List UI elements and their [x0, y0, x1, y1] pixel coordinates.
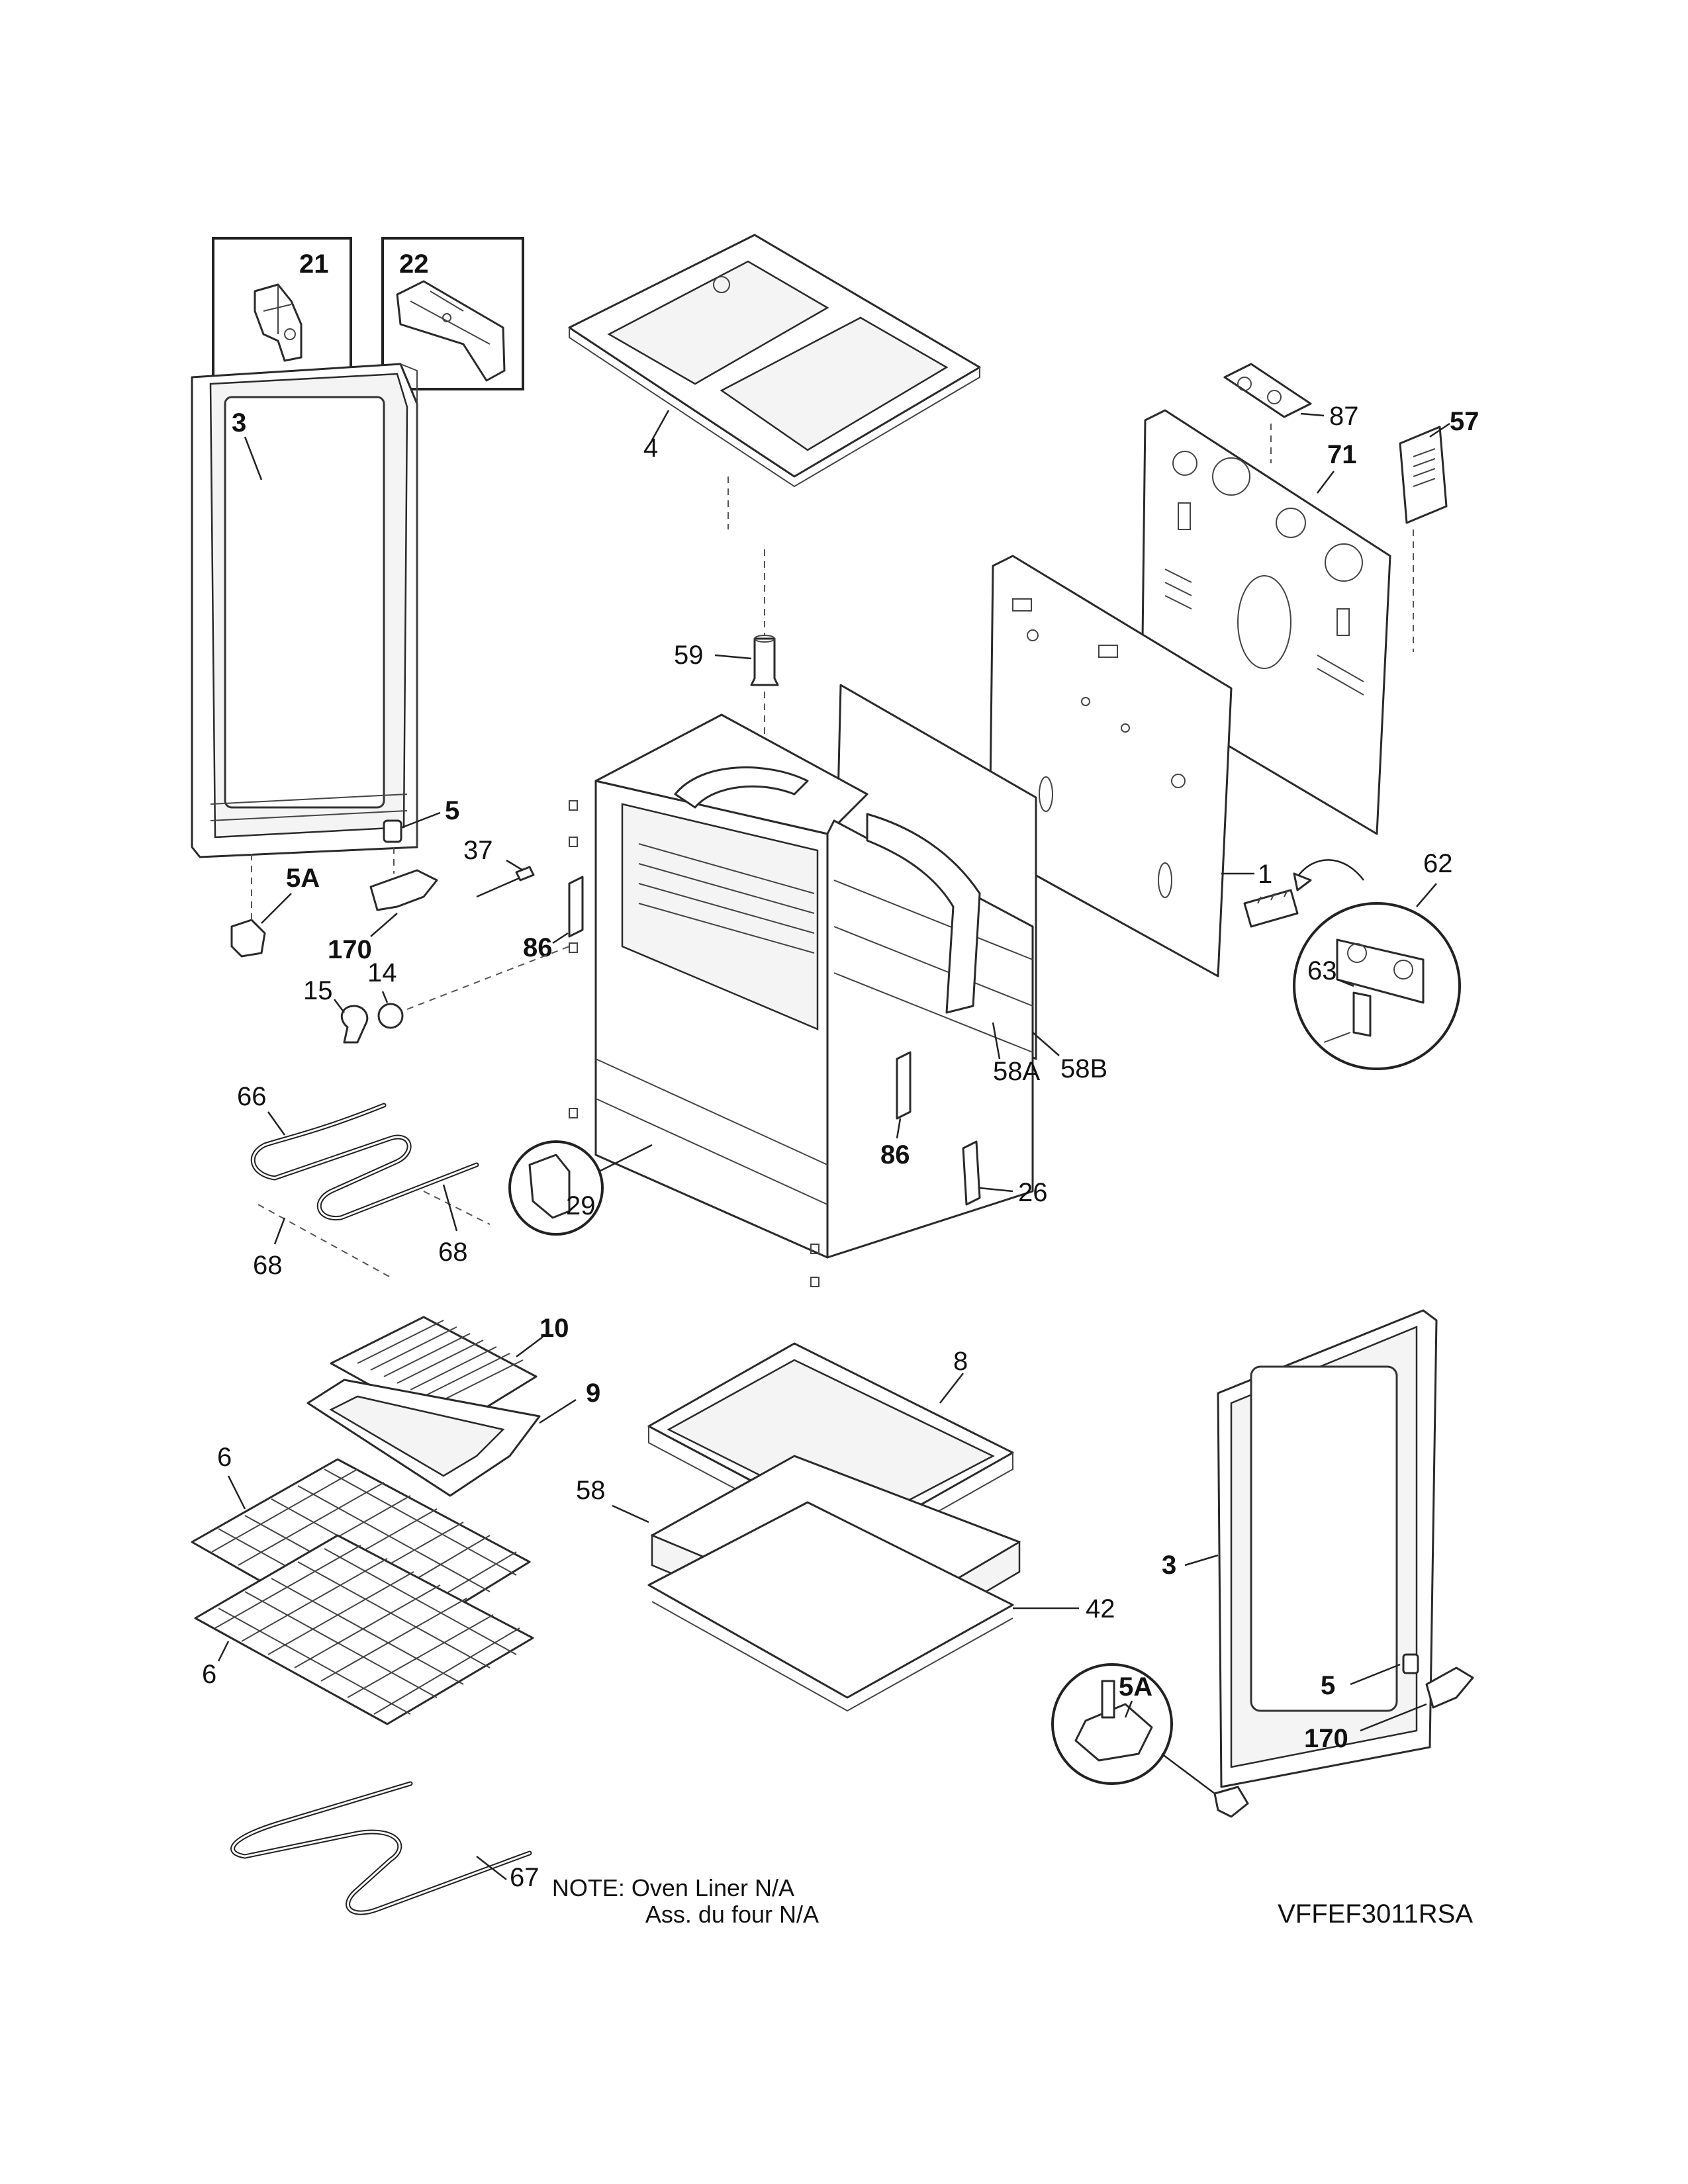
callout-14: 14	[367, 958, 397, 987]
part-42-drawer-bottom: 42	[647, 1501, 1115, 1712]
callout-3-left: 3	[232, 408, 246, 437]
part-29-lamp-socket: 29	[508, 1140, 653, 1236]
callout-21: 21	[299, 250, 329, 279]
callout-26: 26	[1018, 1178, 1048, 1207]
callout-87: 87	[1329, 402, 1359, 431]
part-66-element: 66 68 68	[237, 1082, 491, 1280]
callout-6-upper: 6	[217, 1443, 232, 1472]
callout-71: 71	[1327, 440, 1357, 469]
part-57-cover: 57	[1399, 407, 1479, 524]
part-21-box: 21	[212, 237, 352, 390]
callout-9: 9	[586, 1379, 600, 1408]
part-3-door-right: 3	[1162, 1309, 1438, 1788]
part-87-gasket: 87	[1223, 363, 1359, 431]
part-6-rack-lower: 6	[194, 1534, 534, 1725]
part-5-170-right: 5 170	[1304, 1653, 1474, 1753]
callout-62: 62	[1423, 849, 1453, 878]
callout-37: 37	[463, 836, 493, 865]
part-67-element: 67	[230, 1781, 539, 1915]
part-59-vent-tube: 59	[674, 549, 779, 741]
callout-59: 59	[674, 641, 704, 670]
model-number: VFFEF3011RSA	[1278, 1899, 1473, 1929]
part-14-15-lamp: 14 15	[303, 946, 570, 1044]
part-22-box: 22	[381, 237, 524, 390]
callout-170-right: 170	[1304, 1724, 1348, 1753]
part-4-top-panel: 4	[568, 234, 981, 529]
part-5-hinge-left: 5 5A 170	[230, 796, 459, 964]
part-86-switch-lower: 86	[880, 1051, 912, 1169]
note-line-1: NOTE: Oven Liner N/A	[552, 1874, 794, 1901]
callout-67: 67	[510, 1863, 539, 1892]
callout-22: 22	[399, 250, 429, 279]
callout-15: 15	[303, 976, 333, 1005]
callout-63: 63	[1307, 956, 1337, 985]
callout-1: 1	[1258, 860, 1272, 889]
callout-86-upper: 86	[523, 933, 553, 962]
callout-5-left: 5	[445, 796, 459, 825]
callout-68-left: 68	[253, 1251, 283, 1280]
part-5A-hinge-right: 5A	[1051, 1663, 1249, 1818]
part-9-broil-pan: 9	[306, 1379, 600, 1497]
callout-170-left: 170	[328, 935, 372, 964]
callout-86-lower: 86	[880, 1140, 910, 1169]
callout-68-right: 68	[438, 1238, 468, 1267]
callout-42: 42	[1086, 1594, 1115, 1623]
part-oven-body: 58A 58B	[569, 684, 1107, 1287]
callout-58: 58	[576, 1476, 606, 1505]
callout-58A: 58A	[993, 1057, 1040, 1086]
part-10-broil-insert: 10	[330, 1314, 569, 1431]
callout-5-right: 5	[1321, 1671, 1335, 1700]
callout-66: 66	[237, 1082, 267, 1111]
part-1-rear-panel: 1	[988, 555, 1272, 978]
callout-10: 10	[539, 1314, 569, 1343]
callout-5A-left: 5A	[286, 864, 320, 893]
callout-29: 29	[566, 1191, 596, 1220]
part-37-sensor: 37	[463, 836, 535, 898]
part-26-bracket: 26	[962, 1140, 1048, 1207]
callout-8: 8	[953, 1347, 968, 1376]
callout-4: 4	[643, 433, 658, 463]
callout-58B: 58B	[1060, 1054, 1107, 1083]
part-86-switch-upper: 86	[523, 876, 584, 962]
callout-3-right: 3	[1162, 1551, 1176, 1580]
callout-57: 57	[1450, 407, 1479, 436]
part-3-door-left: 3	[191, 363, 418, 858]
part-62-terminal-block: 62 63	[1243, 849, 1461, 1070]
note-line-2: Ass. du four N/A	[645, 1901, 819, 1928]
callout-5A-right: 5A	[1119, 1672, 1152, 1702]
callout-6-lower: 6	[202, 1660, 216, 1689]
